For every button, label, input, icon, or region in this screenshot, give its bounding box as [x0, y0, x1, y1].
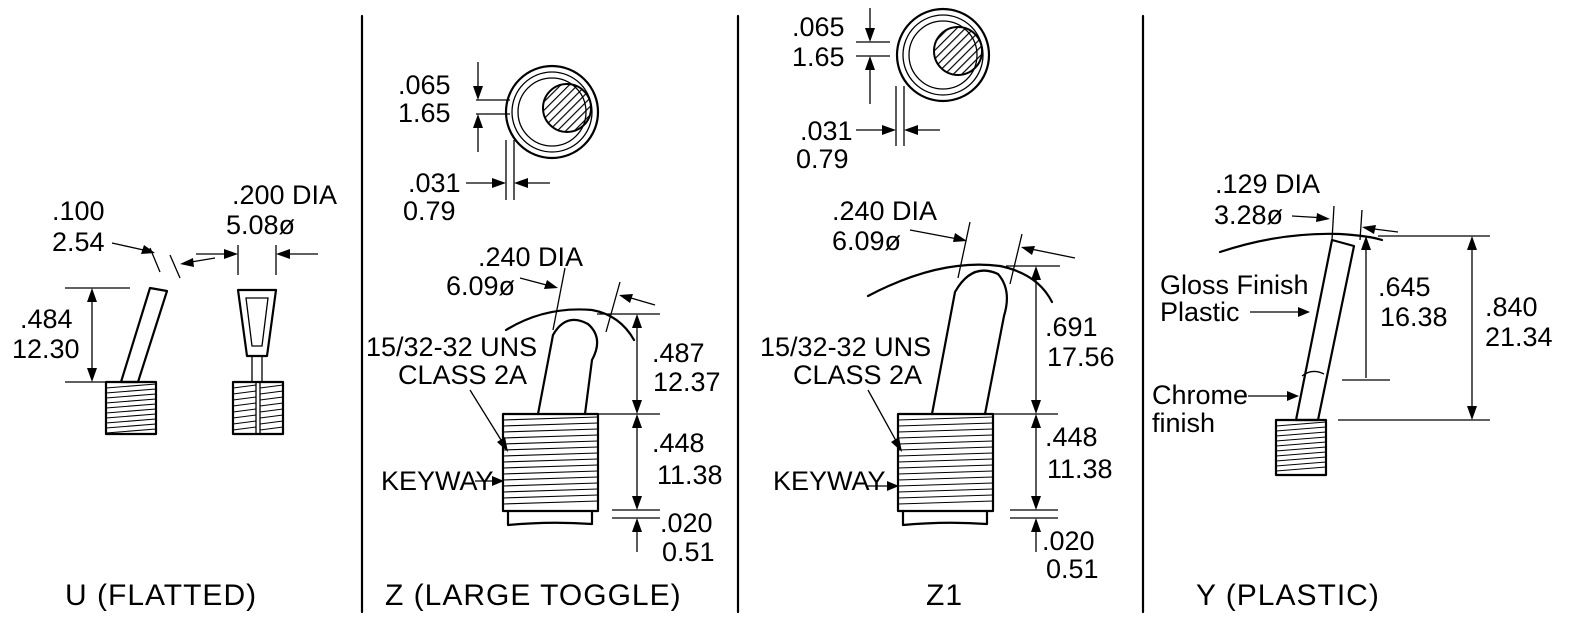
z1-dia-mm: 6.09ø [832, 226, 901, 256]
panel-u: .484 12.30 .100 2.54 [12, 180, 337, 612]
u-width-mm: 2.54 [52, 227, 105, 257]
y-gloss-label: Gloss Finish [1160, 270, 1309, 300]
y-finish-label: finish [1152, 408, 1215, 438]
z-washer-mm: 0.51 [662, 537, 715, 567]
z-ring-mm: 0.79 [403, 196, 456, 226]
z1-caption: Z1 [926, 579, 963, 612]
z-bushing-mm: 11.38 [657, 460, 723, 490]
u-height-in: .484 [20, 304, 73, 334]
z-ring-in: .031 [408, 168, 461, 198]
z-dia-mm: 6.09ø [446, 271, 515, 301]
z1-washer-mm: 0.51 [1046, 554, 1099, 584]
panel-y: .129 DIA 3.28ø .645 16.38 [1152, 169, 1553, 612]
z1-gap-mm: 1.65 [792, 42, 845, 72]
z1-gap-in: .065 [792, 12, 845, 42]
y-lever-in: .645 [1378, 272, 1431, 302]
z1-bushing-in: .448 [1045, 422, 1098, 452]
z-lever-mm: 12.37 [653, 367, 721, 397]
z-lever-in: .487 [652, 338, 705, 368]
z1-keyway-label: KEYWAY [773, 466, 886, 496]
z1-ring-mm: 0.79 [796, 144, 849, 174]
panel-z1: .065 1.65 .031 0.79 .240 DIA 6.09ø .691 … [760, 7, 1115, 612]
z1-thread-spec: 15/32-32 UNS [760, 332, 931, 362]
z1-lever-in: .691 [1045, 312, 1098, 342]
z-caption: Z (LARGE TOGGLE) [385, 579, 682, 612]
y-dia-mm: 3.28ø [1214, 200, 1283, 230]
y-plastic-label: Plastic [1160, 297, 1240, 327]
z-thread-spec: 15/32-32 UNS [366, 332, 537, 362]
y-chrome-label: Chrome [1152, 380, 1248, 410]
u-height-mm: 12.30 [12, 334, 80, 364]
y-bushing-threads [1275, 421, 1327, 472]
z-washer-in: .020 [660, 508, 713, 538]
y-caption: Y (PLASTIC) [1196, 579, 1380, 612]
y-overall-in: .840 [1485, 292, 1538, 322]
z-dia-in: .240 DIA [478, 242, 583, 272]
z-bushing-in: .448 [652, 428, 705, 458]
z1-lever-mm: 17.56 [1047, 342, 1115, 372]
z-thread-class: CLASS 2A [398, 360, 527, 390]
y-dia-in: .129 DIA [1215, 169, 1320, 199]
u-front-threads [232, 384, 284, 431]
z-gap-mm: 1.65 [398, 98, 451, 128]
y-lever-mm: 16.38 [1380, 302, 1448, 332]
z-bushing-threads [502, 416, 599, 505]
z-gap-in: .065 [398, 70, 451, 100]
z1-washer-in: .020 [1042, 526, 1095, 556]
u-dia-mm: 5.08ø [226, 210, 295, 240]
u-caption: U (FLATTED) [65, 579, 257, 612]
panel-z: .065 1.65 .031 0.79 .240 DIA 6.09ø .487 … [366, 62, 723, 612]
z1-ring-in: .031 [800, 116, 853, 146]
z1-bushing-threads [897, 416, 994, 505]
z1-bushing-mm: 11.38 [1047, 454, 1113, 484]
z1-thread-class: CLASS 2A [793, 360, 922, 390]
z1-dia-in: .240 DIA [832, 196, 937, 226]
u-bushing-threads [105, 383, 157, 434]
u-dia-in: .200 DIA [232, 180, 337, 210]
z-keyway-label: KEYWAY [381, 466, 494, 496]
y-overall-mm: 21.34 [1485, 322, 1553, 352]
u-width-in: .100 [52, 196, 105, 226]
